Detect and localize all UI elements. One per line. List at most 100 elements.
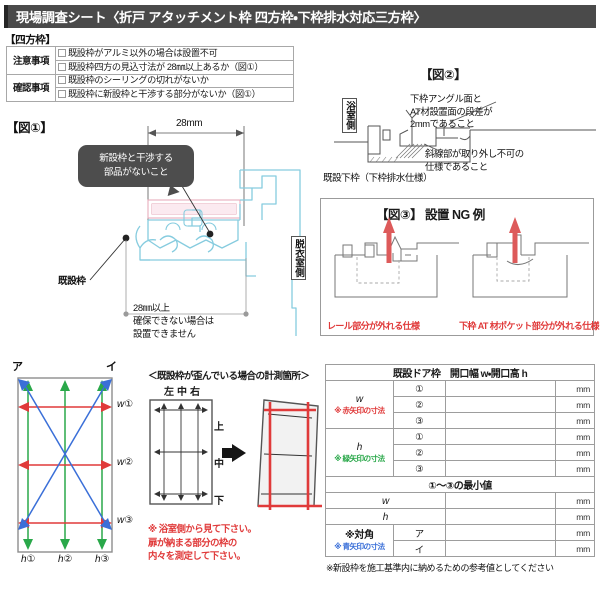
value-cell[interactable] (444, 444, 557, 461)
fig2-lower-frame-diagram: 【図②】 浴室側 下枠アングル面と AT材設置面の段差が 2mmであること 斜線… (320, 60, 596, 190)
table-row: ② mm (326, 444, 595, 461)
page-title: 現場調査シート〈折戸 アタッチメント枠 四方枠・下枠排水対応三方枠〉 (16, 10, 427, 25)
row-index: ③ (392, 412, 446, 429)
checkbox-icon[interactable] (58, 76, 66, 85)
group-sublabel-h: ※ 緑矢印の寸法 (334, 454, 385, 463)
checklist-table: 注意事項 既設枠がアルミ以外の場合は設置不可 既設枠四方の見込寸法が 28㎜以上… (6, 46, 294, 102)
table-row: 注意事項 既設枠がアルミ以外の場合は設置不可 (6, 46, 294, 75)
h-label-3: h③ (95, 554, 110, 565)
fig1-side-label: 脱衣室側 (291, 236, 306, 281)
fig1-existing-frame-label: 既設枠 (58, 276, 86, 287)
group-label-h: h ※ 緑矢印の寸法 (325, 428, 394, 477)
table-row: w mm (325, 492, 595, 509)
value-cell[interactable] (444, 508, 557, 525)
table-row: ③ mm (326, 460, 595, 477)
fig2-drawing (334, 101, 596, 163)
fig1-dimension-28mm: 28mm (176, 118, 203, 129)
value-cell[interactable] (444, 460, 557, 477)
unit-cell: mm (555, 412, 595, 429)
group-label-w: w ※ 赤矢印の寸法 (325, 380, 394, 429)
checklist-item[interactable]: 既設枠に新設枠と干渉する部分がないか（図①） (55, 87, 294, 102)
row-index: ③ (392, 460, 446, 477)
arrow-up-icon (383, 217, 395, 233)
value-cell[interactable] (444, 492, 557, 509)
fig1-label: 【図①】 (6, 121, 53, 135)
min-label-w-text: w (381, 495, 389, 507)
value-cell[interactable] (444, 396, 557, 413)
unit-cell: mm (555, 460, 595, 477)
checklist-category-1: 確認事項 (6, 73, 56, 102)
checklist-item-label: 既設枠のシーリングの切れがないか (68, 75, 209, 86)
checkbox-icon[interactable] (58, 90, 66, 99)
measurement-data-table: 既設ドア枠 開口幅 w・開口高 h w ※ 赤矢印の寸法 ① mm ② mm ③… (325, 364, 595, 557)
table-row: 確認事項 既設枠のシーリングの切れがないか (6, 73, 294, 102)
min-label-h: h (325, 508, 446, 525)
section-label-shihougata: 【四方枠】 (5, 34, 56, 46)
group-label-w-text: w (355, 394, 363, 405)
w-label-2: w② (117, 457, 134, 468)
unit-cell: mm (555, 508, 595, 525)
checkbox-icon[interactable] (58, 62, 66, 71)
fig3-caption-right: 下枠 AT 材ポケット部分が外れる仕様 (459, 321, 600, 331)
table-row: ①～③の最小値 (325, 476, 595, 493)
table-footnote: ※新設枠を施工基準内に納めるための参考値としてください (326, 563, 554, 573)
checklist-item[interactable]: 既設枠のシーリングの切れがないか (55, 73, 294, 89)
row-index: ① (392, 380, 446, 397)
min-label-w: w (325, 492, 446, 509)
unit-cell: mm (555, 428, 595, 445)
arrow-left-icon (148, 129, 156, 137)
unit-cell: mm (555, 396, 595, 413)
unit-cell: mm (555, 524, 595, 541)
checklist-item-label: 既設枠四方の見込寸法が 28㎜以上あるか（図①） (68, 61, 264, 72)
table-row: イ mm (326, 540, 595, 557)
measure-drawing (17, 377, 113, 553)
corner-label-a: ア (12, 361, 23, 373)
table-row: w ※ 赤矢印の寸法 ① mm (325, 380, 595, 429)
corner-label-i: イ (106, 361, 117, 373)
checklist-item[interactable]: 既設枠がアルミ以外の場合は設置不可 (55, 46, 294, 61)
w-label-1: w① (117, 399, 134, 410)
value-cell[interactable] (444, 380, 557, 397)
row-index: ② (392, 444, 446, 461)
warp-columns-label: 左中右 (164, 387, 203, 398)
fig2-caption: 既設下枠（下枠排水仕様） (323, 173, 433, 184)
measurement-warning: ※ 浴室側から見て下さい。 扉が納まる部分の枠の 内々を測定して下さい。 (148, 523, 257, 561)
arrow-right-icon (222, 444, 246, 462)
table-row: ※対角 ※ 青矢印の寸法 ア mm (325, 524, 595, 557)
min-value-header: ①～③の最小値 (325, 476, 595, 493)
fig2-side-label: 浴室側 (342, 98, 357, 133)
fig1-note: 28㎜以上 確保できない場合は 設置できません (133, 302, 214, 339)
unit-cell: mm (555, 380, 595, 397)
table-row: ③ mm (326, 412, 595, 429)
value-cell[interactable] (444, 540, 557, 557)
checklist-category-0: 注意事項 (6, 46, 56, 75)
table-row: h ※ 緑矢印の寸法 ① mm (325, 428, 595, 477)
min-label-h-text: h (382, 511, 389, 523)
diagonal-label: ※対角 ※ 青矢印の寸法 (325, 524, 394, 557)
table-row: ② mm (326, 396, 595, 413)
value-cell[interactable] (444, 428, 557, 445)
warp-drawing (149, 399, 322, 510)
fig3-caption-left: レール部分が外れる仕様 (327, 321, 420, 331)
table-row: h mm (325, 508, 595, 525)
group-sublabel-w: ※ 赤矢印の寸法 (334, 406, 385, 415)
fig1-cross-section-diagram: 新設枠と干渉する 部品がないこと 28mm 既設枠 28㎜以上 確保できない場合… (0, 108, 318, 348)
h-label-1: h① (21, 554, 36, 565)
row-index: イ (392, 540, 446, 557)
fig1-drawing (89, 126, 301, 336)
value-cell[interactable] (444, 412, 557, 429)
group-label-h-text: h (356, 442, 363, 453)
h-label-2: h② (58, 554, 73, 565)
value-cell[interactable] (444, 524, 557, 541)
fig3-ng-examples-box: 【図③】 設置 NG 例 (320, 198, 600, 336)
checklist-item[interactable]: 既設枠四方の見込寸法が 28㎜以上あるか（図①） (55, 59, 294, 75)
arrow-right-icon (236, 129, 244, 137)
title-bar: 現場調査シート〈折戸 アタッチメント枠 四方枠・下枠排水対応三方枠〉 (4, 5, 596, 28)
unit-cell: mm (555, 540, 595, 557)
checkbox-icon[interactable] (58, 48, 66, 57)
fig2-note-b: 斜線部が取り外し不可の 仕様であること (425, 148, 524, 172)
table-row: 既設枠に新設枠と干渉する部分がないか（図①） (7, 87, 294, 102)
row-index: ア (392, 524, 446, 541)
warp-row-label-0: 上 (214, 422, 224, 433)
